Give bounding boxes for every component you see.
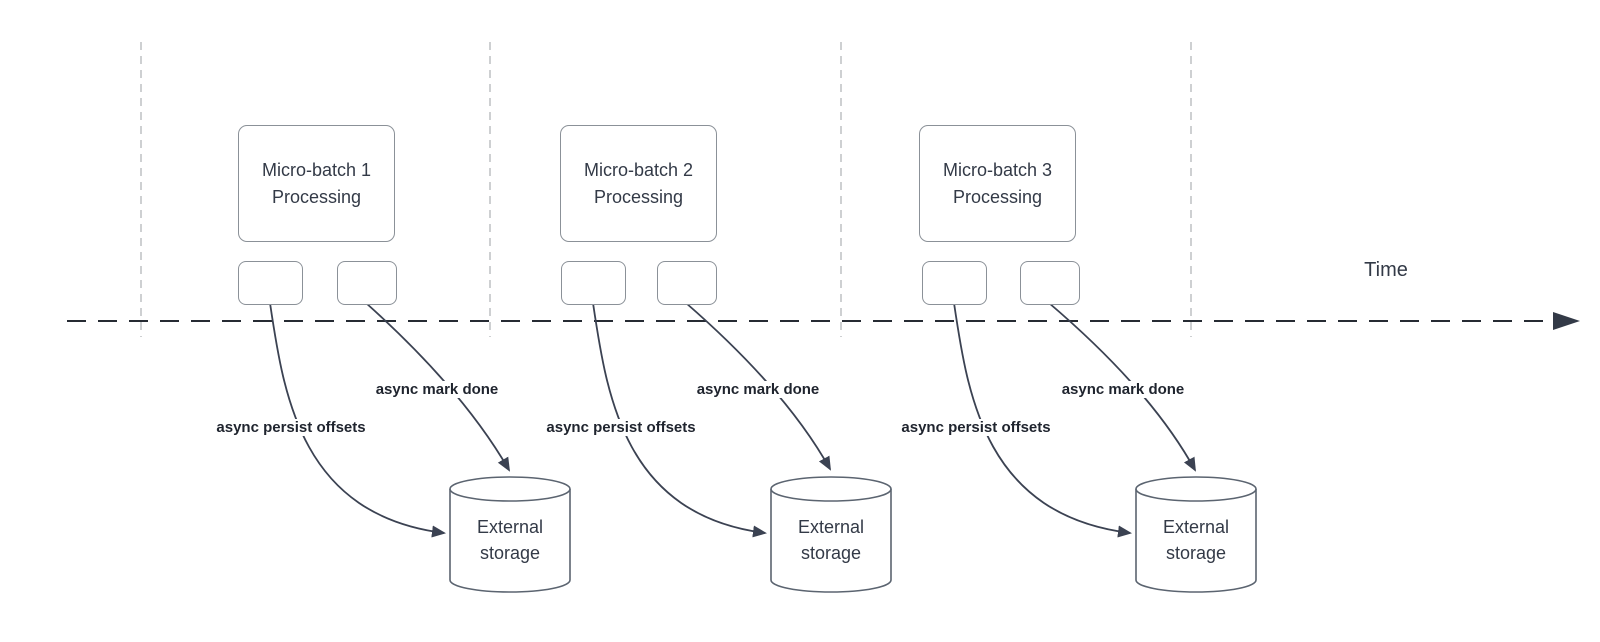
persist-offsets-curve-3 [953,302,1132,538]
storage-label-line: storage [800,543,862,564]
storage-label-line: External [476,517,544,537]
mark-done-label-2: async mark done [692,381,824,398]
micro-batch-title-line: Micro-batch 3 [942,159,1053,180]
micro-batch-title-line: Processing [952,186,1043,207]
cylinder-body [449,489,571,593]
mark-done-task-box-3 [1020,261,1080,305]
external-storage-label-2: External storage [771,514,891,566]
persist-offsets-curve-2 [592,302,767,538]
micro-batch-title-line: Processing [271,186,362,207]
cylinder-top [449,476,571,502]
micro-batch-title-line: Processing [593,186,684,207]
persist-task-box-2 [561,261,626,305]
cylinder-top [770,476,892,502]
persist-offsets-label-2: async persist offsets [542,419,700,436]
persist-task-box-3 [922,261,987,305]
persist-offsets-label-1: async persist offsets [212,419,370,436]
micro-batch-title-line: Micro-batch 1 [261,159,372,180]
time-axis-label: Time [1364,259,1408,281]
micro-batch-title-line: Micro-batch 2 [583,159,694,180]
storage-cylinder-2 [770,476,892,593]
mark-done-label-3: async mark done [1057,381,1189,398]
storage-cylinder-1 [449,476,571,593]
cylinder-body [1135,489,1257,593]
micro-batch-2-processing-box: Micro-batch 2 Processing [560,125,717,242]
cylinder-body [770,489,892,593]
storage-cylinder-3 [1135,476,1257,593]
persist-offsets-curve-1 [269,302,446,538]
storage-label-line: External [1162,517,1230,537]
storage-label-line: storage [479,543,541,564]
storage-label-line: storage [1165,543,1227,564]
micro-batch-1-processing-box: Micro-batch 1 Processing [238,125,395,242]
mark-done-label-1: async mark done [371,381,503,398]
persist-task-box-1 [238,261,303,305]
storage-label-line: External [797,517,865,537]
external-storage-label-3: External storage [1136,514,1256,566]
timeline-arrowhead-icon [1553,312,1580,330]
micro-batch-3-processing-box: Micro-batch 3 Processing [919,125,1076,242]
persist-offsets-label-3: async persist offsets [897,419,1055,436]
mark-done-task-box-1 [337,261,397,305]
cylinder-top [1135,476,1257,502]
external-storage-label-1: External storage [450,514,570,566]
mark-done-task-box-2 [657,261,717,305]
